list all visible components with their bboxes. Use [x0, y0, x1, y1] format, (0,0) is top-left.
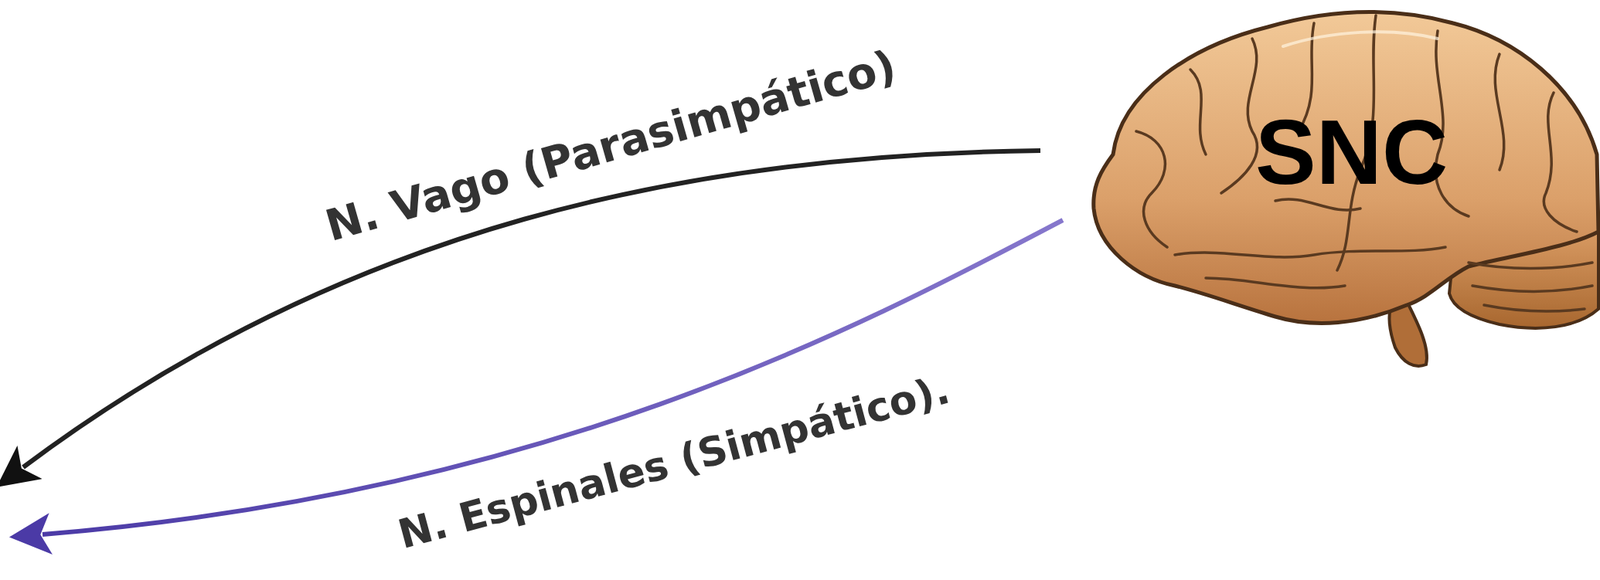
- brain-node: SNC: [1247, 98, 1456, 208]
- node-title: SNC: [1255, 102, 1448, 204]
- nerve-label: N. Espinales (Simpático).: [392, 365, 955, 560]
- brain-illustration: [1093, 11, 1599, 366]
- nerve-label: N. Vago (Parasimpático): [320, 39, 903, 252]
